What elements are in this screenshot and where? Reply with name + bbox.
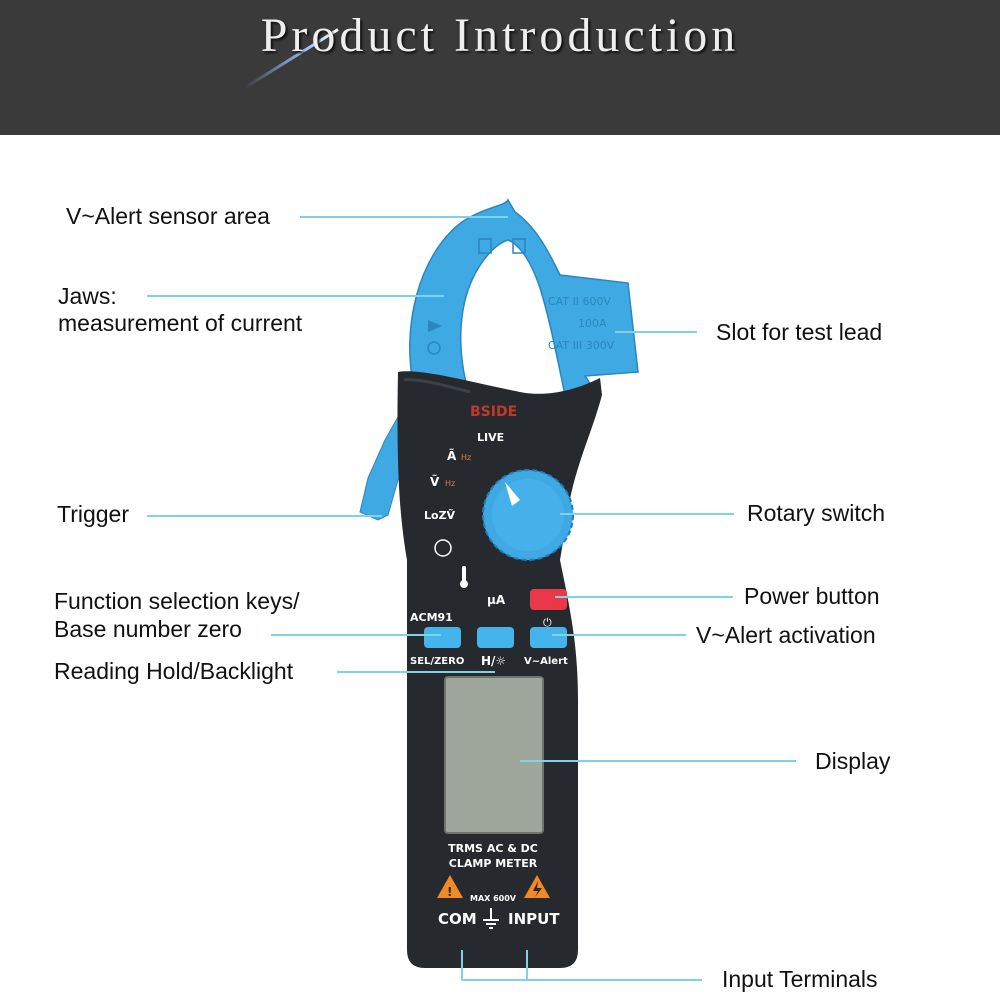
hold-key [477, 627, 514, 648]
hold-label: H/☼ [481, 654, 506, 668]
leader-hold [337, 671, 495, 673]
label-display: Display [815, 748, 891, 774]
jaw-icon [512, 238, 526, 254]
max-voltage-label: MAX 600V [470, 894, 517, 903]
arrow-icon [428, 320, 442, 332]
thermometer-bulb-icon [460, 580, 468, 588]
leader-power [555, 596, 733, 598]
leader-terminals [461, 979, 702, 981]
label-trigger: Trigger [57, 501, 129, 527]
screen-label-line2: CLAMP METER [449, 857, 538, 870]
com-terminal-label: COM [438, 910, 477, 928]
mode-ac-current: Ã [447, 448, 457, 463]
sel-zero-key [424, 627, 461, 648]
label-jaws-desc: measurement of current [58, 310, 303, 336]
leader-function [271, 634, 441, 636]
label-terminals: Input Terminals [722, 966, 878, 992]
jaw-rating-2: 100A [578, 317, 607, 330]
leader-v-alert-activation [552, 634, 686, 636]
thermometer-icon [462, 566, 466, 582]
label-rotary: Rotary switch [747, 500, 886, 526]
label-v-alert-activation: V~Alert activation [696, 622, 876, 648]
lcd-display [444, 676, 544, 834]
leader-terminal-com [461, 950, 463, 980]
mode-voltage: Ṽ [430, 474, 440, 489]
mode-hz: Hz [461, 453, 471, 462]
ground-icon [483, 908, 499, 929]
leader-trigger [147, 515, 382, 517]
high-voltage-bolt [533, 881, 542, 897]
live-label: LIVE [477, 431, 504, 444]
label-slot: Slot for test lead [716, 319, 883, 345]
jaw-rating-3: CAT III 300V [548, 339, 615, 352]
label-v-alert-sensor: V~Alert sensor area [66, 203, 270, 229]
label-jaws-title: Jaws: [58, 283, 117, 309]
label-function-line1: Function selection keys/ [54, 588, 300, 614]
mode-loz: LoZṼ [424, 509, 456, 522]
brand-logo: BSIDE [470, 404, 517, 420]
power-button [530, 589, 567, 610]
plus-icon [427, 341, 441, 355]
jaw-rating-1: CAT II 600V [548, 295, 612, 308]
mode-hz: Hz [445, 479, 455, 488]
sel-zero-label: SEL/ZERO [410, 656, 464, 667]
leader-display [520, 760, 796, 762]
leader-slot [615, 331, 697, 333]
power-icon: ⏻ [543, 616, 552, 629]
leader-terminal-input [526, 950, 528, 980]
leader-rotary [560, 513, 734, 515]
header-banner [0, 0, 1000, 135]
jaw-icon [478, 238, 492, 254]
v-alert-key [530, 627, 567, 648]
meter-body [397, 371, 602, 969]
continuity-icon [434, 539, 452, 557]
body-highlight [403, 378, 471, 394]
label-hold: Reading Hold/Backlight [54, 658, 294, 684]
model-label: ACM91 [410, 611, 453, 624]
leader-jaws [147, 295, 444, 297]
page-title: Product Introduction [260, 9, 740, 62]
warning-icon [437, 875, 463, 898]
input-terminal-label: INPUT [508, 910, 560, 928]
screen-label-line1: TRMS AC & DC [448, 842, 538, 855]
label-function-line2: Base number zero [54, 616, 242, 642]
mode-microamp: μA [487, 593, 506, 607]
rotary-pointer [505, 482, 520, 506]
label-power: Power button [744, 583, 880, 609]
rotary-switch-inner [492, 479, 564, 551]
warning-mark: ! [447, 885, 452, 899]
v-alert-label: V~Alert [524, 656, 568, 667]
leader-v-alert-sensor [300, 216, 508, 218]
